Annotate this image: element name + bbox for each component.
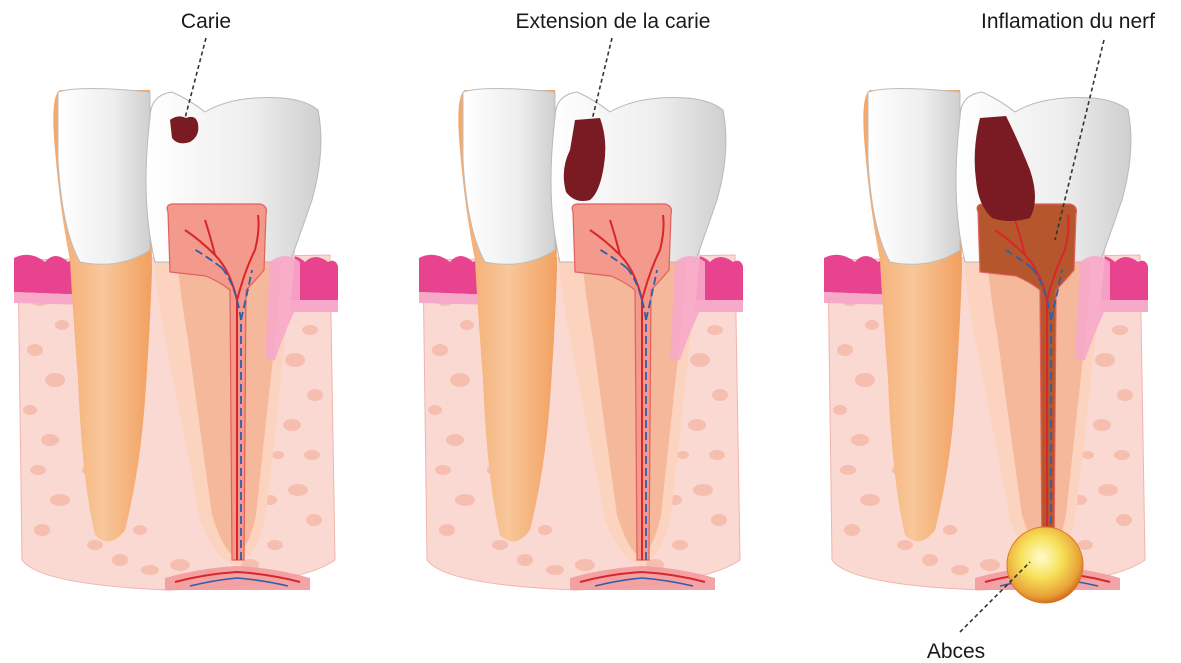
bone-cavity xyxy=(837,344,853,356)
bone-cavity xyxy=(688,419,706,431)
bone-cavity xyxy=(492,540,508,550)
bone-cavity xyxy=(943,525,957,535)
bone-cavity xyxy=(840,465,856,475)
bone-cavity xyxy=(87,540,103,550)
neighbor-tooth-crown xyxy=(463,89,555,265)
panel-nerve-inflammation xyxy=(824,89,1148,604)
bone-cavity xyxy=(133,525,147,535)
bone-cavity xyxy=(170,559,190,571)
bone-cavity xyxy=(672,540,688,550)
abscess xyxy=(1007,527,1083,603)
bone-cavity xyxy=(304,450,320,460)
bone-cavity xyxy=(283,419,301,431)
tooth-illustration xyxy=(14,89,338,591)
bone-cavity xyxy=(575,559,595,571)
bone-cavity xyxy=(306,514,322,526)
bone-cavity xyxy=(546,565,564,575)
bone-cavity xyxy=(439,524,455,536)
panel-caries-extension xyxy=(419,89,743,591)
neighbor-tooth-crown xyxy=(58,89,150,265)
bone-cavity xyxy=(23,405,37,415)
bone-cavity xyxy=(1082,451,1094,459)
bone-cavity xyxy=(707,325,723,335)
bone-cavity xyxy=(860,494,880,506)
bone-cavity xyxy=(865,320,879,330)
bone-cavity xyxy=(1098,484,1118,496)
bone-cavity xyxy=(677,451,689,459)
bone-cavity xyxy=(1095,353,1115,367)
bone-cavity xyxy=(517,554,533,566)
bone-cavity xyxy=(141,565,159,575)
bone-cavity xyxy=(41,434,59,446)
bone-cavity xyxy=(693,484,713,496)
bone-cavity xyxy=(50,494,70,506)
bone-cavity xyxy=(1116,514,1132,526)
bone-cavity xyxy=(267,540,283,550)
bone-cavity xyxy=(690,353,710,367)
bone-cavity xyxy=(711,514,727,526)
bone-cavity xyxy=(272,451,284,459)
bone-cavity xyxy=(288,484,308,496)
bone-cavity xyxy=(922,554,938,566)
bone-cavity xyxy=(112,554,128,566)
bone-cavity xyxy=(709,450,725,460)
neighbor-tooth-crown xyxy=(868,89,960,265)
bone-cavity xyxy=(455,494,475,506)
bone-cavity xyxy=(1117,389,1133,401)
label-abces: Abces xyxy=(927,640,985,663)
bone-cavity xyxy=(34,524,50,536)
bone-cavity xyxy=(460,320,474,330)
panel-caries xyxy=(14,89,338,591)
bone-cavity xyxy=(980,559,1000,571)
bone-cavity xyxy=(844,524,860,536)
bone-cavity xyxy=(1093,419,1111,431)
bone-cavity xyxy=(450,373,470,387)
bone-cavity xyxy=(27,344,43,356)
bone-cavity xyxy=(302,325,318,335)
bone-cavity xyxy=(435,465,451,475)
bone-cavity xyxy=(855,373,875,387)
bone-cavity xyxy=(538,525,552,535)
tooth-illustration xyxy=(419,89,743,591)
bone-cavity xyxy=(285,353,305,367)
bone-cavity xyxy=(712,389,728,401)
bone-cavity xyxy=(45,373,65,387)
bone-cavity xyxy=(55,320,69,330)
bone-cavity xyxy=(833,405,847,415)
bone-cavity xyxy=(432,344,448,356)
bone-cavity xyxy=(307,389,323,401)
label-extension: Extension de la carie xyxy=(516,10,711,33)
bone-cavity xyxy=(30,465,46,475)
bone-cavity xyxy=(1114,450,1130,460)
label-inflammation: Inflamation du nerf xyxy=(981,10,1155,33)
bone-cavity xyxy=(851,434,869,446)
label-carie: Carie xyxy=(181,10,231,33)
bone-cavity xyxy=(1112,325,1128,335)
bone-cavity xyxy=(897,540,913,550)
bone-cavity xyxy=(446,434,464,446)
bone-cavity xyxy=(428,405,442,415)
tooth-illustration xyxy=(824,89,1148,604)
bone-cavity xyxy=(951,565,969,575)
